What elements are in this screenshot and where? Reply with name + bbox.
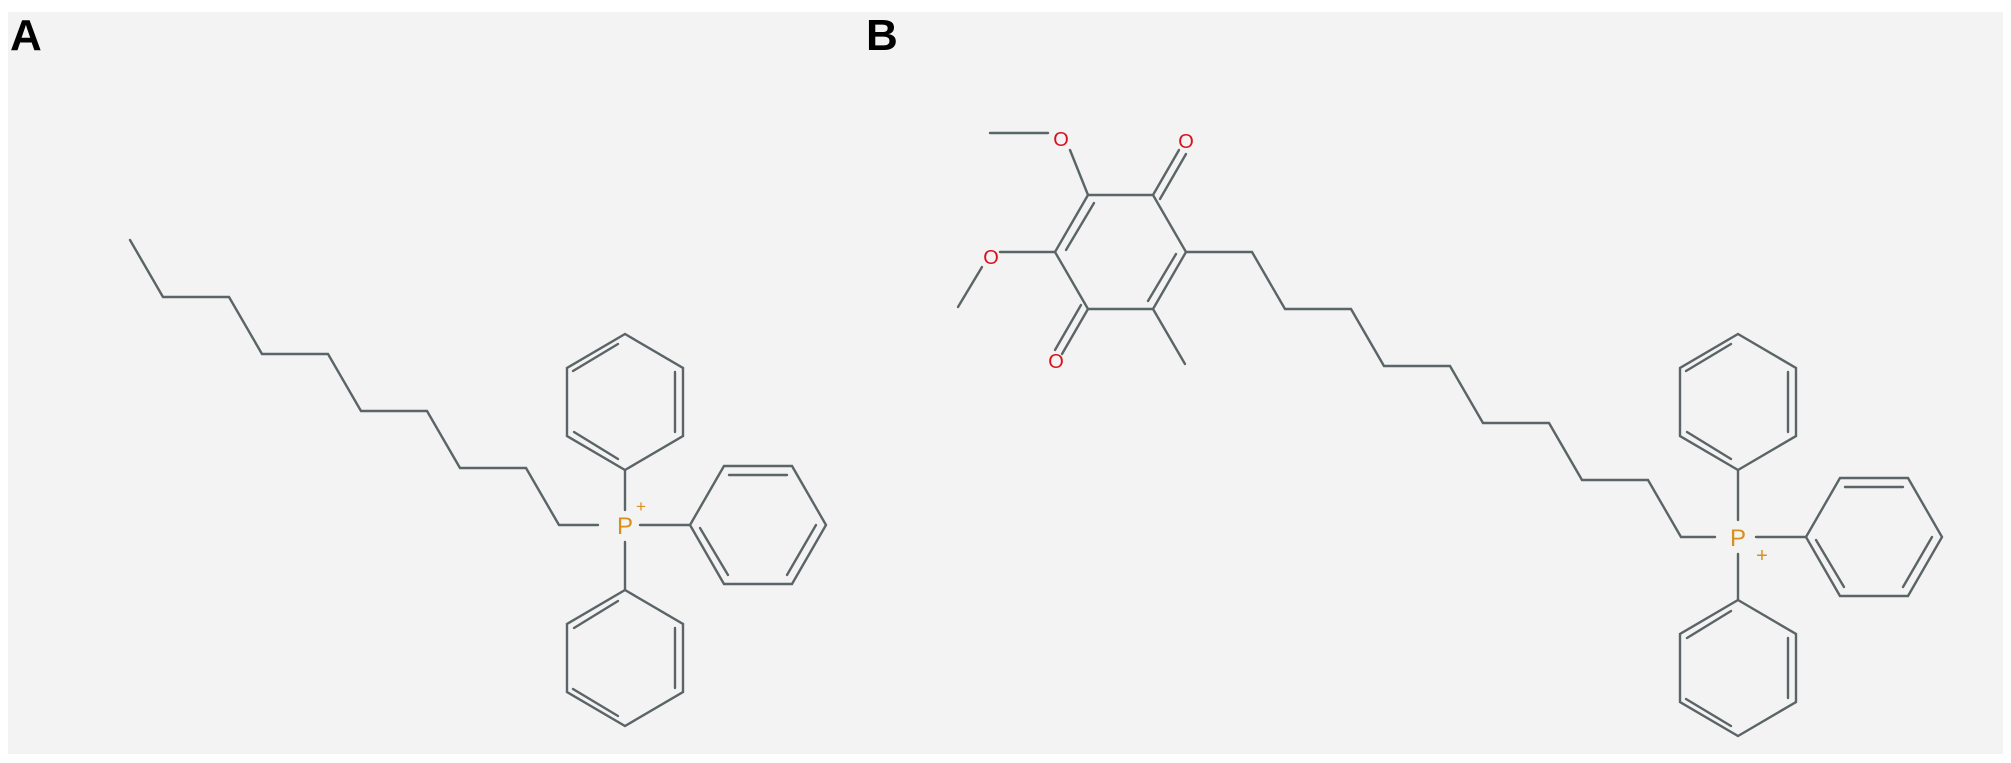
positive-charge-a: + — [636, 497, 646, 516]
bond-ring-methoxy-top-b — [1068, 148, 1090, 197]
figure-background — [8, 12, 2003, 754]
alkyl-chain-a — [128, 238, 600, 527]
molecule-b: O O O O P + — [956, 129, 1944, 738]
quinone-ring-b — [1053, 193, 1188, 311]
oxygen-carbonyl-bottom-b: O — [1048, 351, 1064, 373]
molecule-a: P + — [128, 238, 828, 728]
phenyl-ring-right-b — [1804, 476, 1944, 598]
phenyl-ring-bottom-a — [565, 588, 685, 728]
bond-ring-methyl-b — [1151, 307, 1187, 366]
carbonyl-top-b-double — [1158, 152, 1188, 201]
carbonyl-top-b — [1151, 148, 1181, 197]
carbonyl-bottom-b-double — [1053, 303, 1083, 352]
phenyl-ring-top-b — [1678, 332, 1798, 472]
phenyl-ring-bottom-b — [1678, 598, 1798, 738]
positive-charge-b: + — [1756, 545, 1768, 567]
phenyl-ring-top-a — [565, 332, 685, 472]
bond-methoxy-bottom-methyl-b — [956, 265, 984, 309]
oxygen-methoxy-top-b: O — [1053, 129, 1069, 151]
phosphorus-atom-a: P — [617, 513, 633, 540]
carbonyl-bottom-b — [1060, 307, 1090, 356]
panel-label-a: A — [10, 11, 42, 60]
alkyl-chain-b — [1184, 250, 1717, 539]
panel-label-b: B — [866, 11, 898, 60]
phenyl-ring-right-a — [688, 464, 828, 586]
oxygen-carbonyl-top-b: O — [1178, 131, 1194, 153]
oxygen-methoxy-bottom-b: O — [983, 247, 999, 269]
phosphorus-atom-b: P — [1730, 525, 1746, 552]
